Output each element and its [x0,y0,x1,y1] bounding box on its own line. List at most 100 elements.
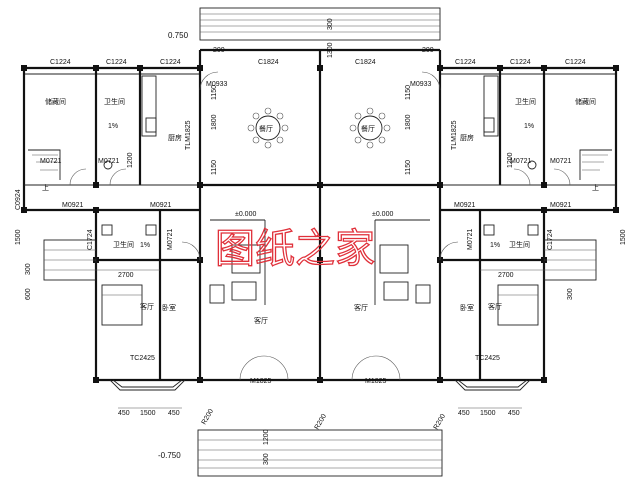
bay-windows [109,379,531,391]
door-label: M0721 [40,158,62,165]
dim-1500: 1500 [15,229,22,245]
elevation-floor-left: ±0.000 [235,211,256,218]
dim-1200: 1200 [507,152,514,168]
dim-1500: 1500 [480,410,496,417]
floor-slope: 1% [108,123,118,130]
dim-300: 300 [263,453,270,465]
window-label: C1724 [87,229,94,250]
dim-450: 450 [168,410,180,417]
room-bedroom-right: 卧室 [460,303,474,312]
floor-slope: 1% [140,242,150,249]
door-label: M0721 [98,158,120,165]
room-dining-left: 餐厅 [259,124,273,133]
dim-1200: 1200 [127,152,134,168]
beds [101,284,539,326]
dim-200: 200 [422,47,434,54]
room-living-left: 客厅 [254,316,268,325]
window-label: C1224 [510,59,531,66]
dim-1800: 1800 [405,114,412,130]
top-steps [199,7,441,41]
kitchen-counters [141,75,499,137]
door-label: M0921 [550,202,572,209]
door-label: M0921 [62,202,84,209]
stair-up-left: 上 [42,183,49,192]
dim-450: 450 [458,410,470,417]
bath-fixtures [101,160,539,236]
door-swings [69,71,571,381]
dim-1800: 1800 [211,114,218,130]
dim-1300: 1300 [327,42,334,58]
window-label: C1224 [565,59,586,66]
dining-table-left [247,107,289,149]
dim-2700: 2700 [118,272,134,279]
partitions [24,68,616,380]
dim-450: 450 [508,410,520,417]
dim-300: 300 [25,263,32,275]
floor-slope: 1% [524,123,534,130]
dim-1200: 1200 [263,429,270,445]
dim-r200: R200 [433,413,447,431]
door-label: M0933 [206,81,228,88]
dim-300: 300 [567,288,574,300]
window-label: C1224 [160,59,181,66]
room-bathroom: 卫生间 [104,97,125,106]
window-label: TLM1825 [185,120,192,150]
dim-r200: R200 [201,408,215,426]
room-bathroom: 卫生间 [515,97,536,106]
dim-450: 450 [118,410,130,417]
bottom-steps [197,429,443,477]
room-kitchen-right: 厨房 [460,133,474,142]
living-sofas [209,244,431,304]
elevation-bottom: -0.750 [158,451,181,460]
dim-1150: 1150 [405,85,412,100]
floor-slope: 1% [490,242,500,249]
room-living-right: 客厅 [354,303,368,312]
room-dining-right: 餐厅 [361,124,375,133]
watermark: 图纸之家 [215,226,375,272]
window-label: M1825 [365,378,387,385]
door-label: M0721 [467,228,474,250]
window-label: TC2425 [130,355,155,362]
room-living-small: 客厅 [488,302,502,311]
dim-200: 200 [213,47,225,54]
window-label: C1724 [547,229,554,250]
window-label: C1824 [258,59,279,66]
door-label: M0921 [150,202,172,209]
door-label: M0721 [510,158,532,165]
elevation-floor-right: ±0.000 [372,211,393,218]
dim-2700: 2700 [498,272,514,279]
dim-1150: 1150 [211,85,218,100]
window-label: C1224 [455,59,476,66]
dim-1150: 1150 [211,160,218,175]
room-living-small: 客厅 [140,302,154,311]
dim-1500: 1500 [620,229,627,245]
dim-1150: 1150 [405,160,412,175]
room-bathroom: 卫生间 [113,240,134,249]
door-label: M0933 [410,81,432,88]
dimension-lines [96,269,544,409]
dim-1500: 1500 [140,410,156,417]
dim-600: 600 [25,288,32,300]
window-label: C1224 [106,59,127,66]
room-bedroom-left: 卧室 [162,303,176,312]
side-steps [28,149,612,281]
window-label: C1224 [50,59,71,66]
window-label: TLM1825 [451,120,458,150]
door-label: M0721 [167,228,174,250]
dim-r200: R200 [314,413,328,431]
stair-up-right: 上 [592,183,599,192]
elevation-top: 0.750 [168,31,189,40]
room-kitchen-left: 厨房 [168,133,182,142]
room-storage-left: 储藏间 [45,97,66,106]
dim-300: 300 [327,18,334,30]
window-label: C1824 [355,59,376,66]
door-label: M0921 [454,202,476,209]
window-label: C0924 [15,189,22,210]
dining-table-right [349,107,391,149]
window-label: TC2425 [475,355,500,362]
door-label: M0721 [550,158,572,165]
room-storage-right: 储藏间 [575,97,596,106]
room-bathroom: 卫生间 [509,240,530,249]
window-label: M1825 [250,378,272,385]
